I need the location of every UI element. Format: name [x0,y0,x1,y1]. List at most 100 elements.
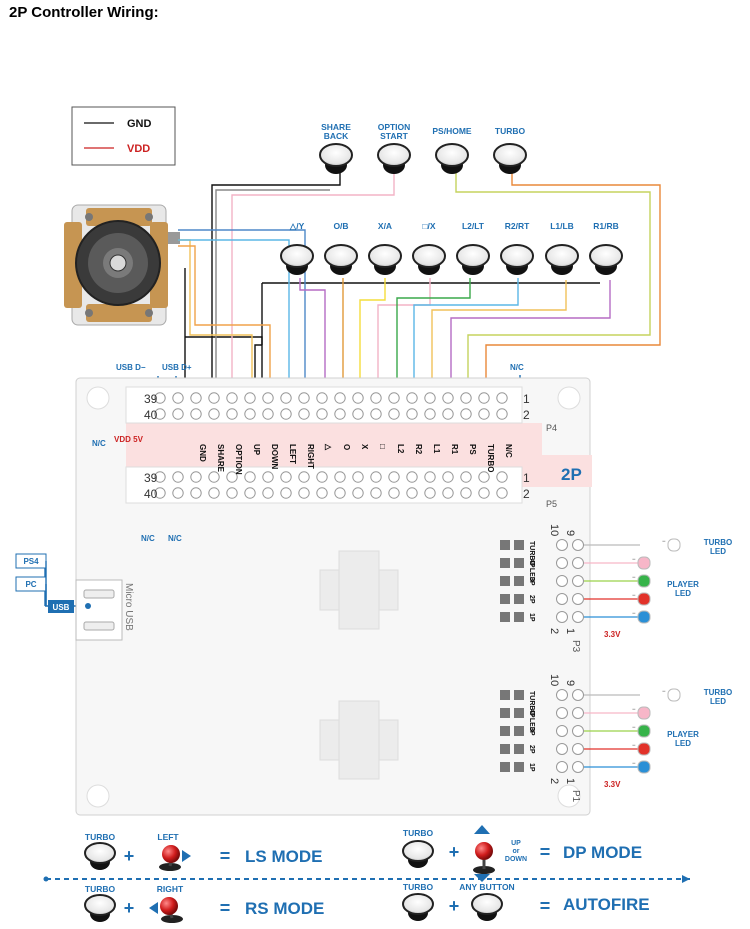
button-label: X/A [378,221,392,231]
led-polarity: − [662,689,666,695]
face-button: △/Y [280,221,314,275]
pin-number: 40 [144,408,158,422]
legend-gnd: GND [127,118,152,130]
button-label: □/X [422,221,435,231]
voltage-label: 3.3V [604,780,621,789]
signal-label: L1 [432,444,441,454]
header-pin [262,487,274,499]
connector-pin [556,539,568,551]
header-pin [226,408,238,420]
header-p4: 39 40 1 2 P4 [125,386,557,433]
header-pin [190,487,202,499]
button-cap [500,244,534,268]
header-pin [478,392,490,404]
header-pin [406,471,418,483]
pad [514,558,524,568]
header-pin [280,487,292,499]
button-cap [589,244,623,268]
mode-button-label: TURBO [85,832,116,842]
header-pin [226,487,238,499]
mode-rs: TURBO + RIGHT = RS MODE [84,884,324,923]
pin-number: 40 [144,487,158,501]
header-pin [496,471,508,483]
turbo-led-label: LED [710,697,726,706]
header-pin [460,408,472,420]
button-share-back: SHARE BACK [319,122,353,174]
button-label: START [380,131,409,141]
usb-dminus-label: USB D− [116,363,146,372]
turbo-led-label: LED [710,547,726,556]
led-row-label: 3P [528,577,535,586]
button-label: R2/RT [505,221,530,231]
face-button: L2/LT [456,221,490,275]
header-pin [424,487,436,499]
led-row-label: 4P [528,559,535,568]
face-button: X/A [368,221,402,275]
led-polarity: − [632,593,636,599]
header-pin [334,408,346,420]
header-pin [478,487,490,499]
led [637,760,651,774]
header-pin [460,487,472,499]
button-ps-home: PS/HOME [432,126,472,174]
connector-pin [572,725,584,737]
header-pin [370,392,382,404]
header-pin [352,408,364,420]
header-pin [280,471,292,483]
header-pin [244,392,256,404]
pad [514,708,524,718]
header-pin [334,471,346,483]
connector-label: P3 [570,640,581,653]
pad [514,726,524,736]
player-led-label: PLAYER [667,730,699,739]
pin-number: 2 [548,778,560,784]
header-pin [442,471,454,483]
plus-sign: + [124,846,135,866]
pin-number: 1 [564,628,576,634]
header-pin [370,487,382,499]
header-pin [190,408,202,420]
button-label: △/Y [289,221,305,231]
header-pin [406,408,418,420]
header-pin [298,487,310,499]
legend-vdd: VDD [127,143,150,155]
connector-pin [572,557,584,569]
header-pin [172,471,184,483]
led-row-label: 1P [528,613,535,622]
plus-sign: + [449,842,460,862]
page-title: 2P Controller Wiring: [9,4,159,21]
signal-label: O [342,444,351,450]
button-label: PS/HOME [432,126,472,136]
led-row-label: TURBO LED [528,541,535,582]
led-row-label: 1P [528,763,535,772]
header-pin [244,471,256,483]
button-option-start: OPTION START [377,122,411,174]
button-label: BACK [324,131,349,141]
nc-label: N/C [92,439,106,448]
connector-pin [572,689,584,701]
header-pin [460,471,472,483]
header-pin [496,408,508,420]
header-pin [496,487,508,499]
nc-label: N/C [168,534,182,543]
signal-label: L2 [396,444,405,454]
usb-pin-labels: USB D− USB D+ N/C VDD 5V N/C N/C N/C [92,363,524,543]
stick-direction-label: DOWN [505,856,527,863]
mode-autofire: TURBO + ANY BUTTON = AUTOFIRE [402,882,650,921]
header-pin [388,392,400,404]
pad [500,690,510,700]
player-led-label: LED [675,589,691,598]
header-pin [460,392,472,404]
button-cap [280,244,314,268]
header-pin [424,392,436,404]
header-pin [226,471,238,483]
header-pin [244,487,256,499]
button-label: SHARE [321,122,351,132]
board-2p-label: 2P [561,465,582,484]
button-turbo: TURBO [493,126,527,174]
header-pin [370,471,382,483]
header-p5: 39 40 1 2 P5 2P [125,465,582,509]
mode-name: RS MODE [245,899,324,918]
